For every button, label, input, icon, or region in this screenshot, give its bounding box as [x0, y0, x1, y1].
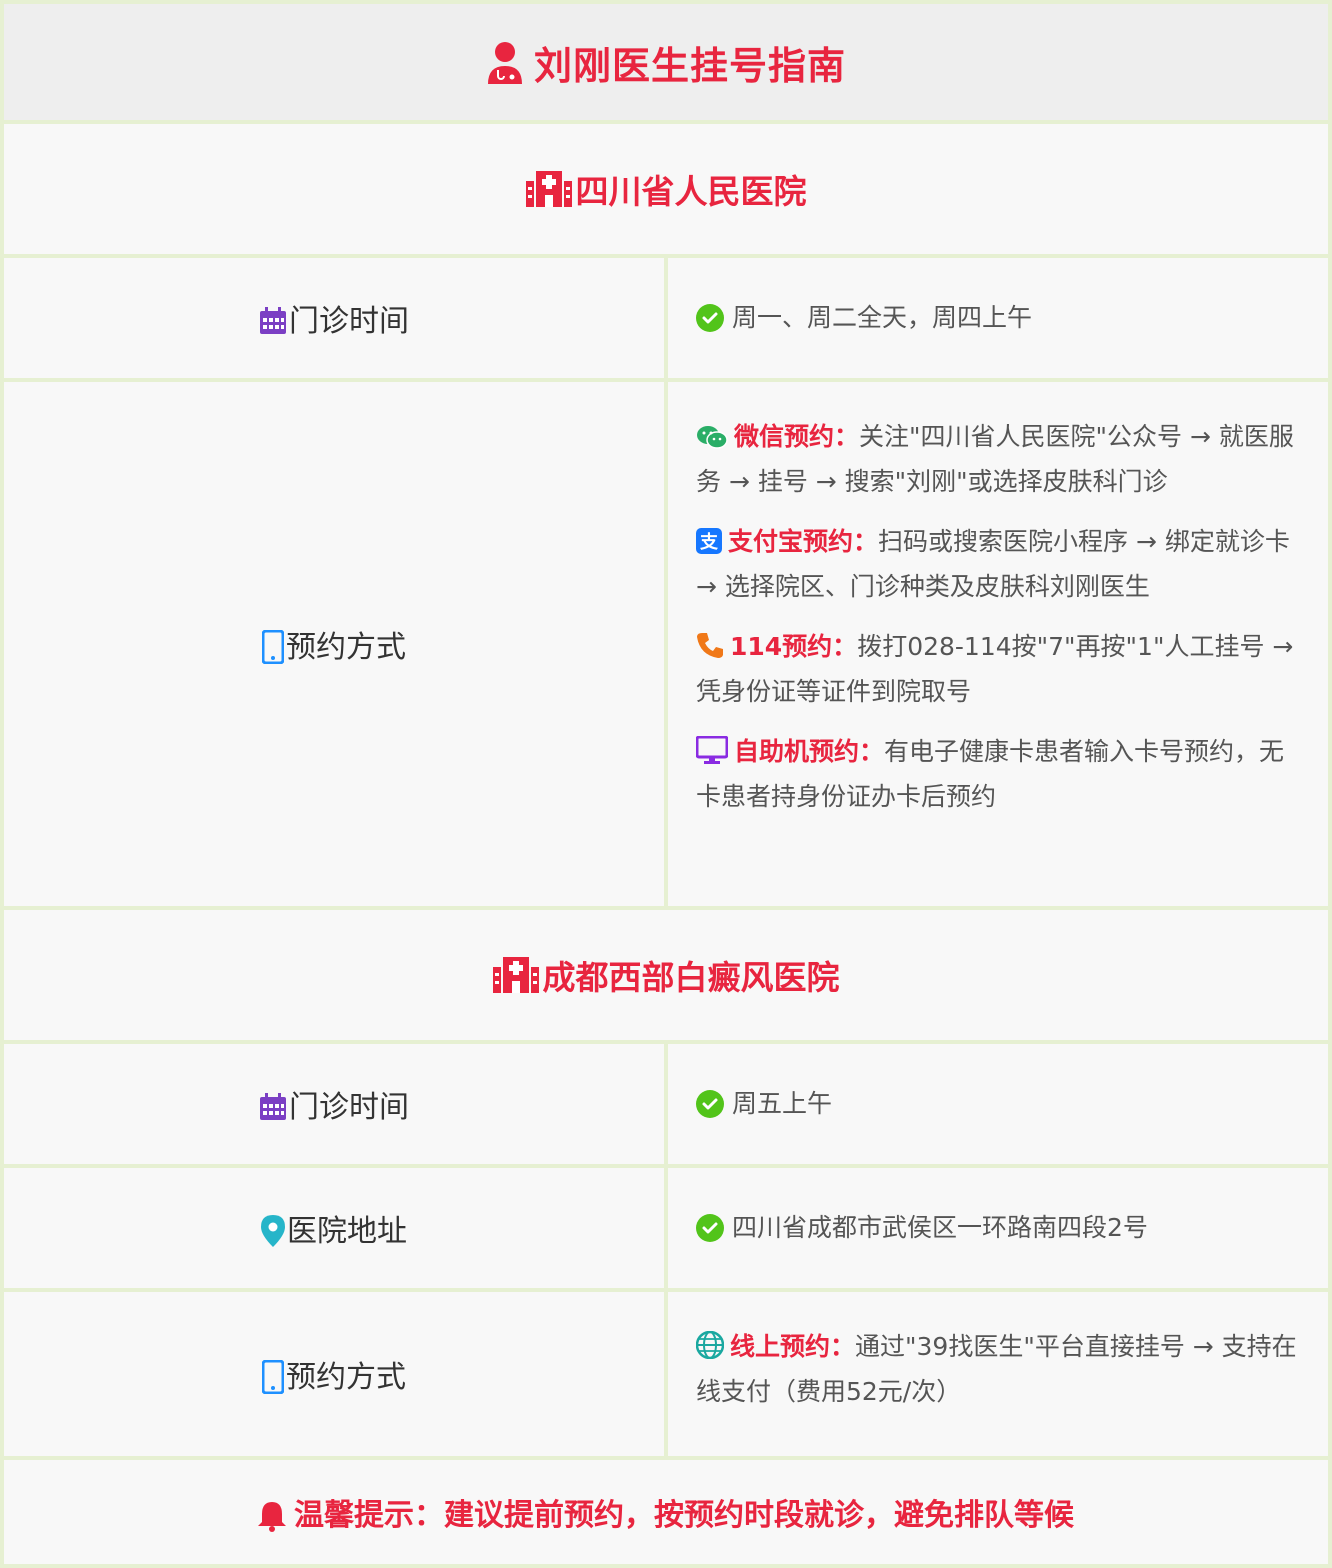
address-value: 四川省成都市武侯区一环路南四段2号 — [732, 1213, 1148, 1242]
method-kiosk: 自助机预约：有电子健康卡患者输入卡号预约，无卡患者持身份证办卡后预约 — [696, 736, 1285, 811]
booking-label: 预约方式 — [286, 1360, 406, 1395]
monitor-icon — [696, 736, 728, 764]
calendar-icon — [259, 307, 287, 335]
bell-icon — [258, 1500, 286, 1532]
wechat-icon — [696, 425, 728, 449]
tip-bar: 温馨提示：建议提前预约，按预约时段就诊，避免排队等候 — [4, 1460, 1328, 1564]
mobile-icon — [262, 630, 284, 664]
method-114: 114预约：拨打028-114按"7"再按"1"人工挂号 → 凭身份证等证件到院… — [696, 631, 1294, 706]
hospital-icon — [492, 957, 539, 993]
hospital-header: 四川省人民医院 — [4, 124, 1328, 254]
booking-label-cell: 预约方式 — [4, 382, 664, 906]
page-title: 刘刚医生挂号指南 — [533, 43, 846, 88]
booking-methods-cell: 线上预约：通过"39找医生"平台直接挂号 → 支持在线支付（费用52元/次） — [668, 1292, 1328, 1456]
clinic-time-label: 门诊时间 — [289, 304, 409, 339]
location-pin-icon — [261, 1215, 285, 1247]
mobile-icon — [262, 1360, 284, 1394]
clinic-time-label-cell: 门诊时间 — [4, 258, 664, 378]
calendar-icon — [259, 1093, 287, 1121]
booking-label-cell: 预约方式 — [4, 1292, 664, 1456]
booking-methods-cell: 微信预约：关注"四川省人民医院"公众号 → 就医服务 → 挂号 → 搜索"刘刚"… — [668, 382, 1328, 906]
hospital-header: 成都西部白癜风医院 — [4, 910, 1328, 1040]
hospital-name: 四川省人民医院 — [575, 172, 807, 211]
tip-text: 温馨提示：建议提前预约，按预约时段就诊，避免排队等候 — [294, 1498, 1074, 1533]
method-wechat: 微信预约：关注"四川省人民医院"公众号 → 就医服务 → 挂号 → 搜索"刘刚"… — [696, 422, 1294, 496]
globe-icon — [696, 1331, 724, 1359]
clinic-time-value: 周一、周二全天，周四上午 — [732, 303, 1033, 332]
phone-icon — [696, 631, 724, 659]
method-online: 线上预约：通过"39找医生"平台直接挂号 → 支持在线支付（费用52元/次） — [696, 1331, 1297, 1406]
clinic-time-value-cell: 周五上午 — [668, 1044, 1328, 1164]
hospital-icon — [525, 171, 572, 207]
address-value-cell: 四川省成都市武侯区一环路南四段2号 — [668, 1168, 1328, 1288]
clinic-time-label: 门诊时间 — [289, 1090, 409, 1125]
clinic-time-value-cell: 周一、周二全天，周四上午 — [668, 258, 1328, 378]
clinic-time-value: 周五上午 — [732, 1089, 833, 1118]
hospital-name: 成都西部白癜风医院 — [542, 958, 840, 997]
svg-text:支: 支 — [699, 531, 719, 553]
alipay-icon: 支 — [696, 528, 722, 554]
method-alipay: 支 支付宝预约：扫码或搜索医院小程序 → 绑定就诊卡 → 选择院区、门诊种类及皮… — [696, 527, 1290, 601]
doctor-icon — [486, 40, 524, 84]
check-circle-icon — [696, 1214, 724, 1242]
check-circle-icon — [696, 1090, 724, 1118]
booking-label: 预约方式 — [286, 630, 406, 665]
clinic-time-label-cell: 门诊时间 — [4, 1044, 664, 1164]
address-label-cell: 医院地址 — [4, 1168, 664, 1288]
check-circle-icon — [696, 304, 724, 332]
guide-title-bar: 刘刚医生挂号指南 — [4, 4, 1328, 120]
address-label: 医院地址 — [287, 1214, 407, 1249]
